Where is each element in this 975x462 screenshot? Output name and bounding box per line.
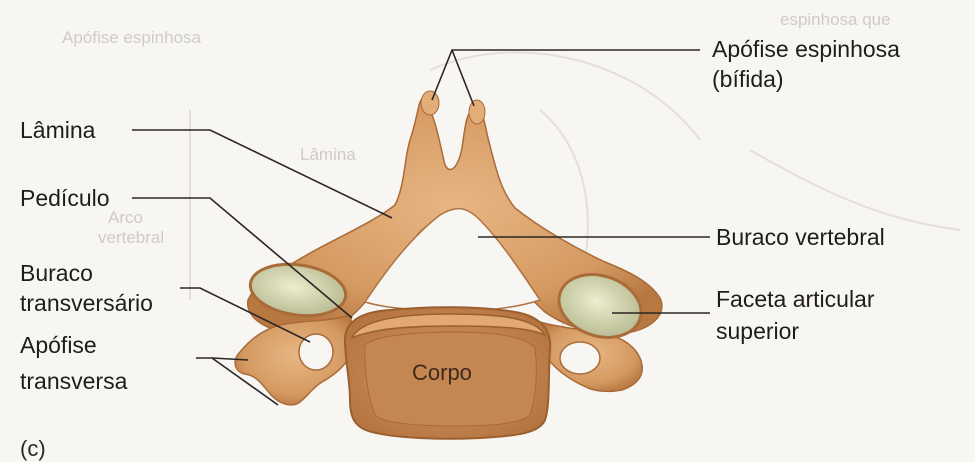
transverse-foramen-right [560, 342, 600, 374]
label-vertebral-foramen: Buraco vertebral [716, 222, 885, 252]
label-body: Corpo [412, 360, 472, 386]
label-transverse-process: Apófise [20, 330, 97, 360]
label-transverse-foramen: Buraco [20, 258, 93, 288]
spinous-tip-left [421, 91, 439, 115]
label-superior-facet-2: superior [716, 316, 799, 346]
label-spinous-process-bifid: (bífida) [712, 64, 784, 94]
label-transverse-foramen-2: transversário [20, 288, 153, 318]
spinous-tip-right [469, 100, 485, 124]
label-superior-facet: Faceta articular [716, 284, 875, 314]
label-lamina: Lâmina [20, 115, 95, 145]
label-transverse-process-2: transversa [20, 366, 127, 396]
label-spinous-process: Apófise espinhosa [712, 34, 900, 64]
transverse-process-left [235, 315, 356, 405]
label-pedicle: Pedículo [20, 183, 110, 213]
figure-letter: (c) [20, 436, 46, 462]
